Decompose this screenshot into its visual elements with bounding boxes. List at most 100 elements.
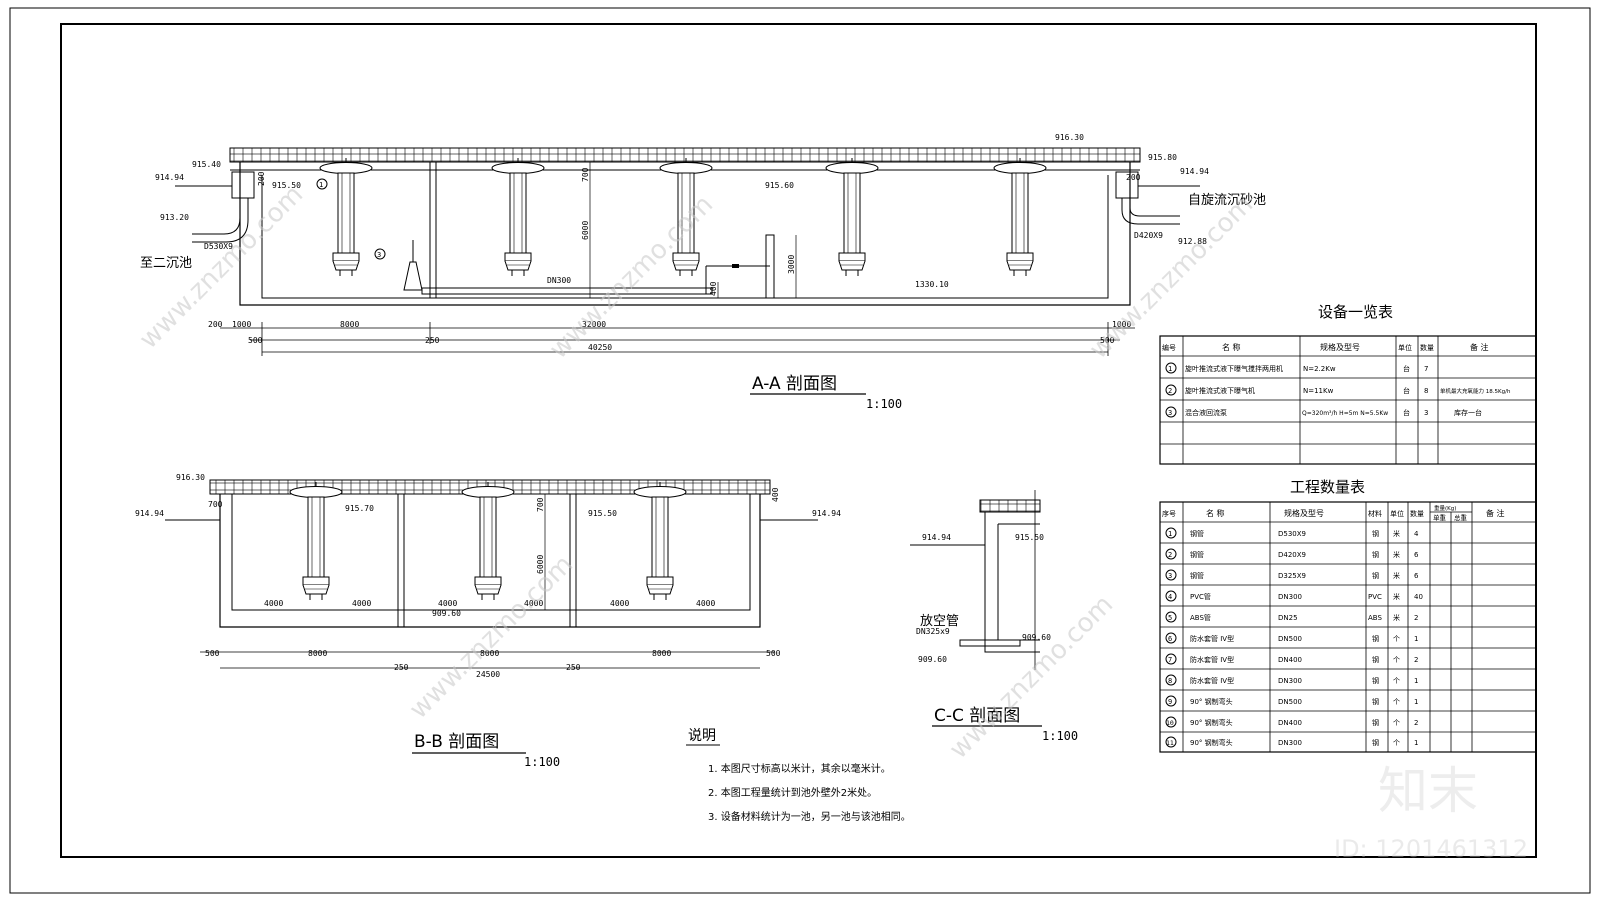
quantity-table-title: 工程数量表 bbox=[1290, 478, 1365, 496]
bb-dim-700-left: 700 bbox=[208, 500, 223, 509]
qt-row-material: 钢 bbox=[1372, 634, 1379, 643]
aa-level-91288: 912.88 bbox=[1178, 237, 1207, 246]
qt-row-6: 6 防水套管 IV型 DN500 钢 个 1 bbox=[1165, 632, 1418, 644]
qt-row-unit: 米 bbox=[1393, 529, 1400, 538]
qt-row-spec: D420X9 bbox=[1278, 551, 1306, 559]
watermark: www.znzmo.com www.znzmo.com www.znzmo.co… bbox=[134, 180, 1528, 863]
qt-row-unit: 米 bbox=[1393, 592, 1400, 601]
bb-level-91550: 915.50 bbox=[588, 509, 617, 518]
aa-level-91494-right: 914.94 bbox=[1180, 167, 1209, 176]
qt-header-qty: 数量 bbox=[1410, 509, 1424, 518]
outer-frame bbox=[9, 7, 1591, 894]
eq-row1-name: 旋叶推流式液下曝气搅拌两用机 bbox=[1185, 364, 1283, 373]
aa-title: A-A 剖面图 bbox=[752, 374, 837, 394]
bb-level-91570: 915.70 bbox=[345, 504, 374, 513]
qt-row-qty: 2 bbox=[1414, 719, 1418, 727]
watermark-logo: 知末 bbox=[1378, 762, 1478, 820]
eq-row3-no: 3 bbox=[1168, 409, 1172, 417]
qt-row-material: 钢 bbox=[1372, 571, 1379, 580]
qt-row-qty: 6 bbox=[1414, 551, 1419, 559]
aa-level-91550: 915.50 bbox=[272, 181, 301, 190]
qt-row-name: 90° 钢制弯头 bbox=[1190, 718, 1233, 727]
bb-level-91494-right: 914.94 bbox=[812, 509, 841, 518]
qt-row-unit: 个 bbox=[1393, 739, 1400, 747]
qt-row-unit: 个 bbox=[1393, 635, 1400, 643]
qt-row-material: 钢 bbox=[1372, 550, 1379, 559]
bb-dim-4000-f: 4000 bbox=[696, 599, 715, 608]
qt-header-remark: 备 注 bbox=[1486, 508, 1505, 518]
qt-row-spec: DN25 bbox=[1278, 614, 1298, 622]
aa-walkway-grate bbox=[229, 147, 1141, 163]
bb-dim-24500: 24500 bbox=[476, 670, 500, 679]
qt-header-no: 序号 bbox=[1162, 509, 1176, 518]
bb-scale: 1:100 bbox=[524, 755, 560, 769]
aa-dim-250: 250 bbox=[425, 336, 440, 345]
qt-row-no: 1 bbox=[1168, 530, 1172, 538]
qt-row-no: 8 bbox=[1168, 677, 1172, 685]
bb-dim-4000-d: 4000 bbox=[524, 599, 543, 608]
bb-dim-8000-c: 8000 bbox=[652, 649, 671, 658]
section-cc: 914.94 915.50 909.60 909.60 放空管 DN325x9 … bbox=[910, 490, 1078, 743]
eq-row2-qty: 8 bbox=[1424, 387, 1428, 395]
quantity-table: 工程数量表 序号 名 称 规格及型号 材料 bbox=[1159, 478, 1537, 753]
eq-row3-spec: Q=320m³/h H=5m N=5.5Kw bbox=[1302, 410, 1388, 417]
qt-row-11: 11 90° 钢制弯头 DN300 钢 个 1 bbox=[1165, 736, 1418, 748]
qt-row-unit: 米 bbox=[1393, 571, 1400, 580]
qt-row-qty: 1 bbox=[1414, 698, 1418, 706]
qt-row-no: 7 bbox=[1168, 656, 1172, 664]
aa-dim-700: 700 bbox=[581, 167, 590, 182]
cc-level-91550: 915.50 bbox=[1015, 533, 1044, 542]
qt-row-qty: 4 bbox=[1414, 530, 1419, 538]
qt-row-name: 90° 钢制弯头 bbox=[1190, 738, 1233, 747]
aa-scale: 1:100 bbox=[866, 397, 902, 411]
qt-row-spec: D530X9 bbox=[1278, 530, 1306, 538]
qt-header-material: 材料 bbox=[1368, 509, 1382, 518]
cc-label-drain: 放空管 bbox=[920, 614, 959, 629]
qt-row-name: 防水套管 IV型 bbox=[1190, 634, 1234, 643]
qt-row-name: PVC管 bbox=[1190, 592, 1211, 601]
qt-row-5: 5 ABS管 DN25 ABS 米 2 bbox=[1165, 611, 1418, 623]
note-3: 3. 设备材料统计为一池，另一池与该池相同。 bbox=[708, 810, 911, 823]
qt-row-qty: 1 bbox=[1414, 635, 1418, 643]
cc-scale: 1:100 bbox=[1042, 729, 1078, 743]
qt-row-unit: 个 bbox=[1393, 719, 1400, 727]
bb-level-90960: 909.60 bbox=[432, 609, 461, 618]
eq-header-no: 编号 bbox=[1162, 343, 1176, 352]
bb-dim-4000-c: 4000 bbox=[438, 599, 457, 608]
eq-row1-qty: 7 bbox=[1424, 365, 1428, 373]
qt-row-unit: 个 bbox=[1393, 656, 1400, 664]
aa-dim-200-bottom: 200 bbox=[208, 320, 223, 329]
qt-row-name: 钢管 bbox=[1190, 571, 1204, 580]
bb-dim-4000-a: 4000 bbox=[264, 599, 283, 608]
qt-row-name: 90° 钢制弯头 bbox=[1190, 697, 1233, 706]
qt-row-no: 6 bbox=[1168, 635, 1172, 643]
aa-dim-400: 400 bbox=[709, 281, 718, 296]
equipment-table: 设备一览表 编号 名 称 规格及型号 单位 数量 备 注 1 旋叶推流式液下曝气… bbox=[1159, 303, 1537, 465]
qt-row-material: ABS bbox=[1368, 614, 1382, 622]
qt-row-name: ABS管 bbox=[1190, 613, 1211, 622]
aa-pipe-left: D530X9 bbox=[204, 242, 233, 251]
bb-dim-700-mid: 700 bbox=[536, 497, 545, 512]
aa-level-91630: 916.30 bbox=[1055, 133, 1084, 142]
qt-row-qty: 1 bbox=[1414, 677, 1418, 685]
qt-row-no: 10 bbox=[1166, 719, 1174, 727]
bb-level-91630: 916.30 bbox=[176, 473, 205, 482]
bb-dim-500-right: 500 bbox=[766, 649, 781, 658]
aa-item-1: 1 bbox=[319, 181, 323, 189]
eq-row2-no: 2 bbox=[1168, 387, 1172, 395]
cc-level-90960-a: 909.60 bbox=[1022, 633, 1051, 642]
qt-row-spec: D325X9 bbox=[1278, 572, 1306, 580]
eq-header-unit: 单位 bbox=[1398, 343, 1412, 352]
aa-dim-500-right: 500 bbox=[1100, 336, 1115, 345]
eq-header-spec: 规格及型号 bbox=[1320, 342, 1360, 352]
aa-dim-1000-right: 1000 bbox=[1112, 320, 1131, 329]
eq-row3-name: 混合液回流泵 bbox=[1185, 408, 1227, 417]
equipment-table-title: 设备一览表 bbox=[1318, 303, 1393, 321]
qt-row-unit: 米 bbox=[1393, 550, 1400, 559]
qt-header-spec: 规格及型号 bbox=[1284, 508, 1324, 518]
note-2: 2. 本图工程量统计到池外壁外2米处。 bbox=[708, 786, 877, 799]
notes: 说明 1. 本图尺寸标高以米计，其余以毫米计。 2. 本图工程量统计到池外壁外2… bbox=[686, 728, 911, 823]
qt-row-2: 2 钢管 D420X9 钢 米 6 bbox=[1165, 548, 1419, 560]
bb-dim-250-b: 250 bbox=[566, 663, 581, 672]
